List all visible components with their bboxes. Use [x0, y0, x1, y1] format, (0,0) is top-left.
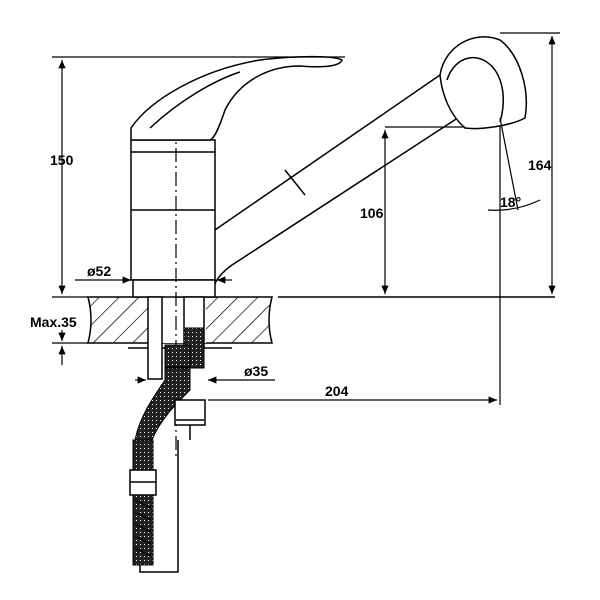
spout-height-label: 106: [360, 205, 384, 221]
max-thickness-label: Max.35: [30, 314, 77, 330]
lever-handle: [130, 55, 343, 141]
spout-angle-label: 18°: [500, 194, 521, 210]
dimension-lines: [52, 32, 560, 405]
base-diameter-label: ø52: [87, 263, 111, 279]
spout-reach-label: 204: [325, 383, 349, 399]
pull-out-spout: [177, 36, 527, 298]
height-total-label: 150: [50, 152, 74, 168]
hole-diameter-label: ø35: [244, 363, 268, 379]
supply-hoses: [129, 296, 206, 573]
head-height-label: 164: [528, 157, 552, 173]
